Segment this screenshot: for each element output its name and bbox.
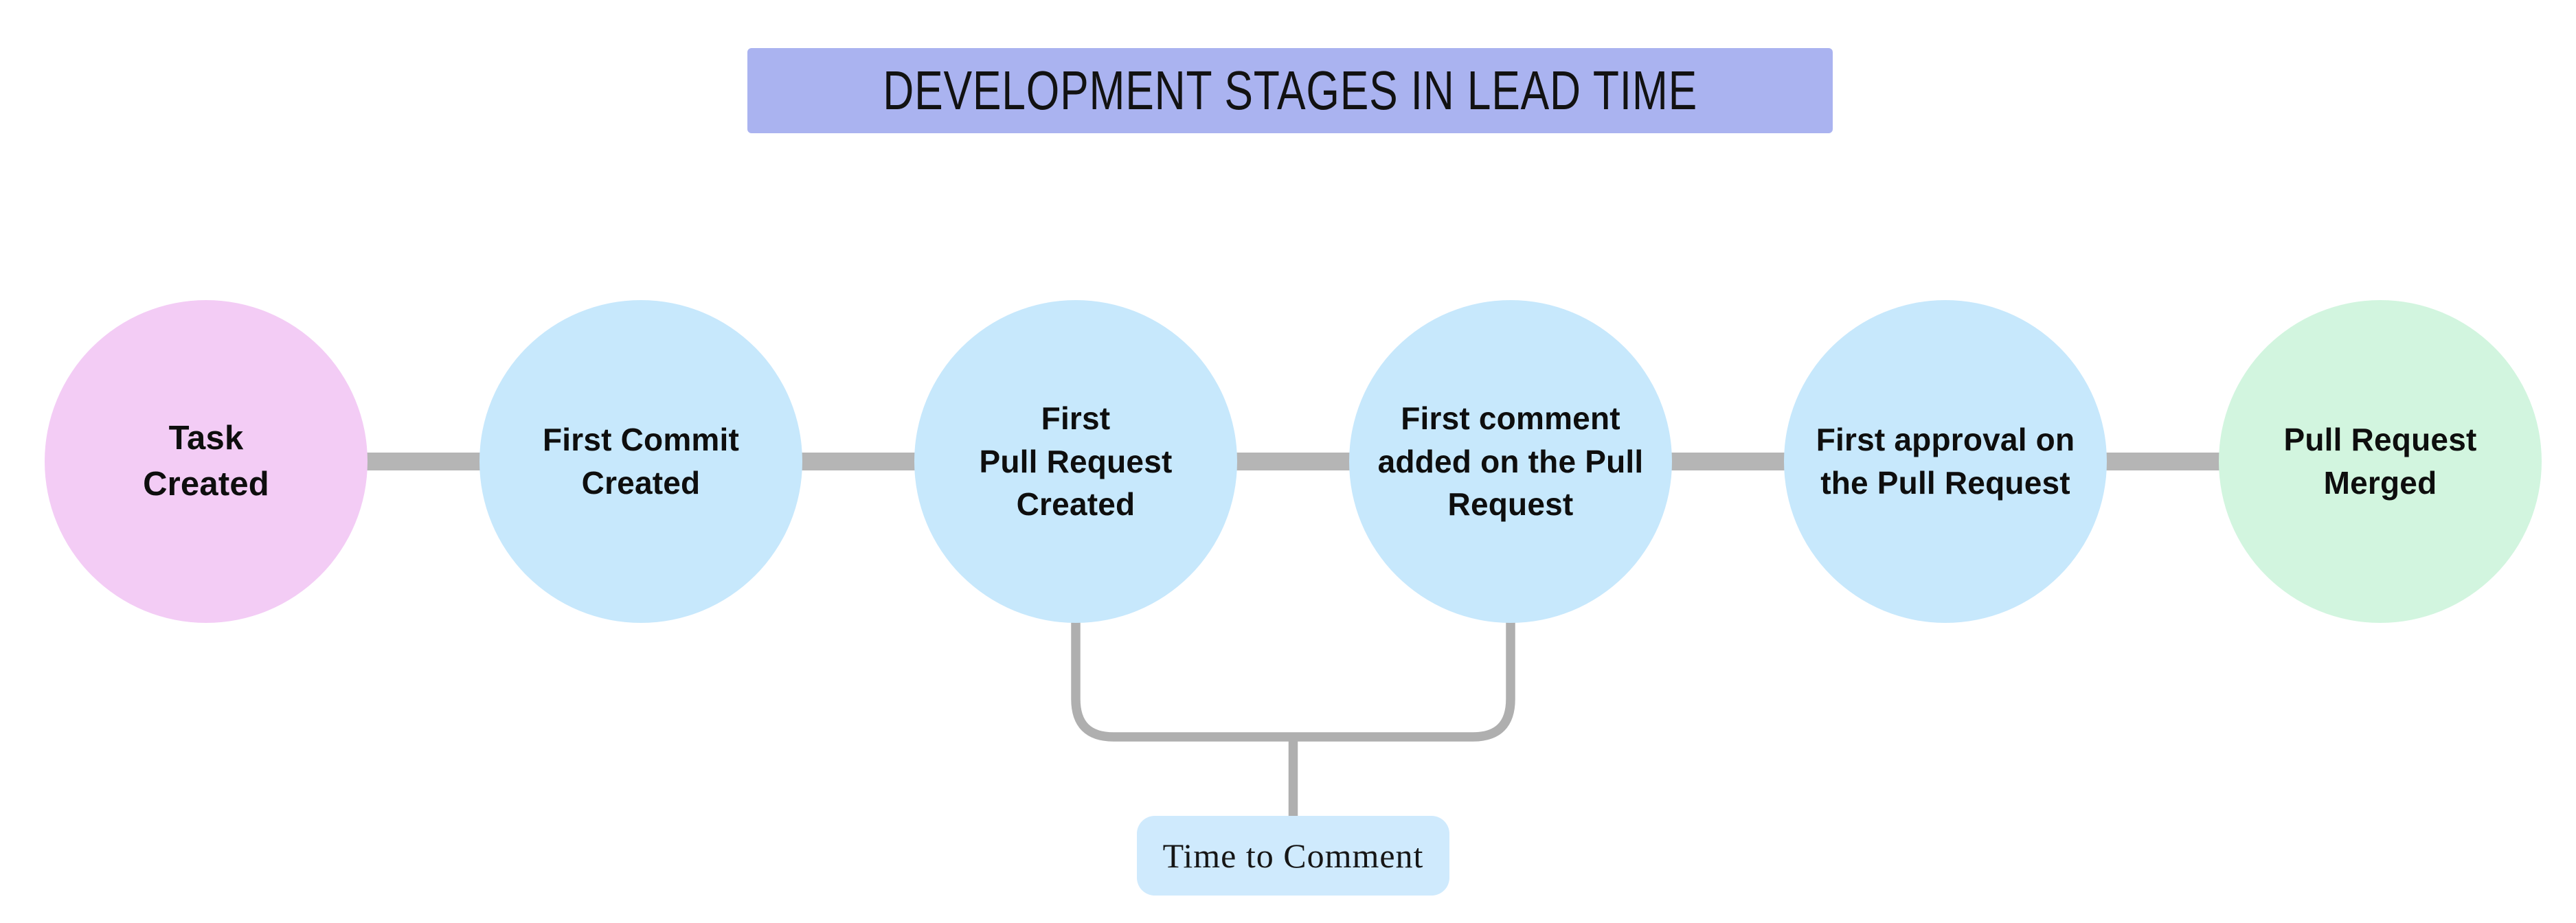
time-to-comment-label: Time to Comment <box>1137 816 1449 896</box>
stage-label: First Pull Request Created <box>979 400 1173 523</box>
stage-task-created: Task Created <box>45 300 368 623</box>
title-banner: DEVELOPMENT STAGES IN LEAD TIME <box>747 48 1833 133</box>
stage-first-comment-added: First comment added on the Pull Request <box>1349 300 1672 623</box>
stage-label: Pull Request Merged <box>2283 422 2477 501</box>
stage-label: First comment added on the Pull Request <box>1377 400 1644 523</box>
bracket-path <box>1071 615 1515 819</box>
stage-label: First approval on the Pull Request <box>1816 422 2075 501</box>
annotation-text: Time to Comment <box>1162 836 1424 875</box>
stage-label: Task Created <box>143 420 269 503</box>
stage-label: First Commit Created <box>542 422 740 501</box>
page-title: DEVELOPMENT STAGES IN LEAD TIME <box>883 60 1697 121</box>
stage-pull-request-merged: Pull Request Merged <box>2219 300 2542 623</box>
stage-first-commit-created: First Commit Created <box>479 300 802 623</box>
stage-first-approval: First approval on the Pull Request <box>1784 300 2107 623</box>
stage-first-pull-request-created: First Pull Request Created <box>914 300 1237 623</box>
